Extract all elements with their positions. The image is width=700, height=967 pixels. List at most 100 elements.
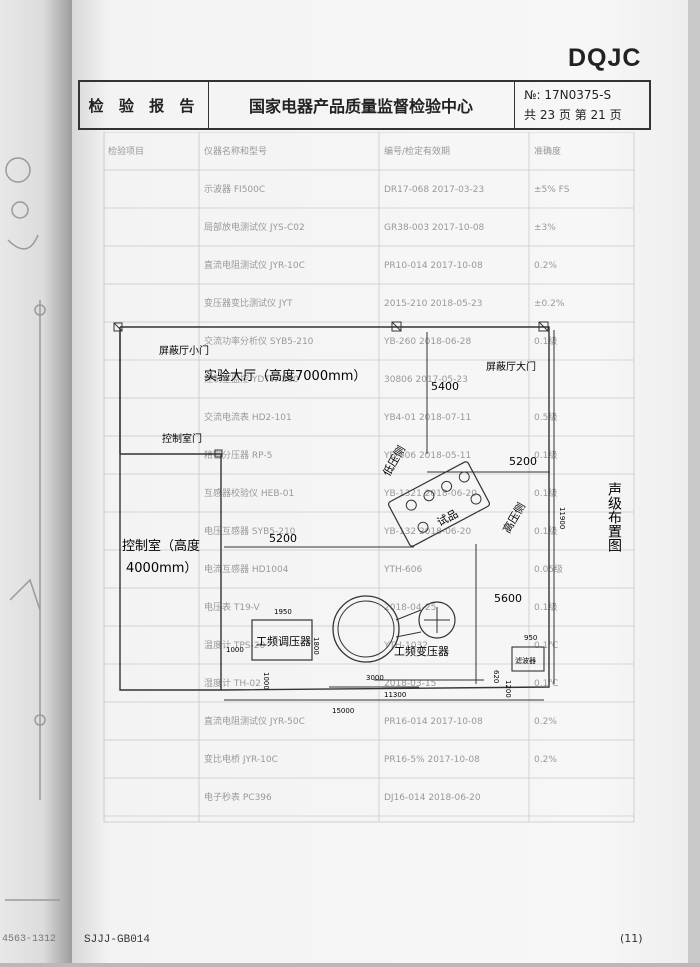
page-number: (11) xyxy=(620,932,643,945)
dim-3000: 3000 xyxy=(366,674,384,682)
transformer-inner-icon xyxy=(337,600,395,658)
faint-table-cell: YB-132 2018-06-20 xyxy=(383,527,472,537)
faint-table-cell: 直流电阻测试仪 JYR-50C xyxy=(204,715,305,727)
faint-table-cell: 0.2% xyxy=(534,261,557,271)
faint-table-cell: DJ16-014 2018-06-20 xyxy=(384,793,481,803)
connector xyxy=(395,631,422,638)
faint-table-cell: 0.1℃ xyxy=(534,679,558,689)
dim-11300: 11300 xyxy=(384,691,406,699)
faint-table-cell: DR17-068 2017-03-23 xyxy=(384,185,484,195)
faint-table-cell: 0.1级 xyxy=(534,525,557,537)
report-header-table: 检 验 报 告 国家电器产品质量监督检验中心 №: 17N0375-S 共 23… xyxy=(78,80,651,130)
faint-table-cell: 温度计 TPS-20 xyxy=(204,639,265,651)
transformer-icon xyxy=(332,595,400,663)
faint-table-cell: 控制室监控 YDTW-500 xyxy=(204,373,299,385)
bushing-icon xyxy=(405,499,417,511)
report-number-cell: №: 17N0375-S 共 23 页 第 21 页 xyxy=(514,82,649,128)
door-marker-cross xyxy=(391,321,402,332)
dim-15000: 15000 xyxy=(332,707,354,715)
dim-1200: 1200 xyxy=(504,680,512,698)
report-title: 检 验 报 告 xyxy=(80,82,209,128)
control-room-wall xyxy=(120,453,222,690)
transformer-label: 工频变压器 xyxy=(394,644,449,658)
faint-table-header-cell: 准确度 xyxy=(534,145,561,157)
faint-table-cell: YTH-606 xyxy=(383,565,422,575)
faint-table-cell: 互感器校验仪 HEB-01 xyxy=(204,487,294,499)
door-markers xyxy=(113,321,549,458)
faint-table-cell: ±0.2% xyxy=(534,299,565,309)
report-page xyxy=(72,0,688,963)
faint-table-cell: 局部放电测试仪 JYS-C02 xyxy=(204,221,305,233)
faint-table-cell: PR16-014 2017-10-08 xyxy=(384,717,483,727)
faint-table-cell: 变比电桥 JYR-10C xyxy=(204,753,278,765)
dim-1000-b: 1000 xyxy=(262,672,270,690)
door-marker xyxy=(538,321,549,332)
left-page-edge: 4563-1312 xyxy=(0,0,72,963)
faint-table-cell: 0.2% xyxy=(534,755,557,765)
control-room-label-1: 控制室（高度 xyxy=(122,538,200,554)
faint-table-header-cell: 仪器名称和型号 xyxy=(204,145,267,157)
hall-walls xyxy=(119,326,550,691)
report-number: №: 17N0375-S xyxy=(524,88,612,102)
hall-outer-wall xyxy=(154,326,550,691)
faint-table-cell: YB-006 2018-05-11 xyxy=(383,451,471,461)
faint-table-cell: 0.2% xyxy=(534,717,557,727)
regulator-label: 工频调压器 xyxy=(256,634,311,648)
faint-table-cell: 0.1级 xyxy=(534,335,557,347)
door-marker xyxy=(113,322,123,332)
right-page-edge xyxy=(688,0,700,963)
bushing-head-icon xyxy=(418,601,456,639)
left-page-scribbles xyxy=(5,157,60,901)
dim-5200-right: 5200 xyxy=(509,455,537,468)
door-marker-cross xyxy=(113,322,123,332)
faint-table-cell: 电压表 T19-V xyxy=(204,601,261,613)
control-room-label-2: 4000mm） xyxy=(126,561,197,576)
faint-table-cell: 2015-210 2018-05-23 xyxy=(384,299,483,309)
faint-table-cell: 电子秒表 PC396 xyxy=(204,791,272,803)
faint-table-cell: 2018-04-25 xyxy=(384,603,436,613)
dim-11900: 11900 xyxy=(558,507,566,529)
faint-table-cell: 交流功率分析仪 SYB5-210 xyxy=(204,335,314,347)
faint-table-cell: 湿度计 TH-02 xyxy=(204,677,261,689)
faint-table-cell: PR10-014 2017-10-08 xyxy=(384,261,483,271)
door-marker xyxy=(391,321,402,332)
faint-table-border xyxy=(103,131,635,823)
faint-table-cell: 0.1级 xyxy=(534,487,557,499)
dim-5200-left: 5200 xyxy=(269,532,297,545)
faint-table-cell: YB-1321 2018-06-20 xyxy=(383,489,477,499)
dimension-lines xyxy=(224,330,555,701)
dim-5600: 5600 xyxy=(494,592,522,605)
faint-table-cell: 30806 2017-05-23 xyxy=(384,375,468,385)
regulator-box xyxy=(251,619,313,661)
filter-label: 滤波器 xyxy=(515,656,536,665)
connector xyxy=(395,609,422,621)
faint-table-header-cell: 编号/检定有效期 xyxy=(384,145,450,157)
faint-table-cell: 0.1级 xyxy=(534,449,557,461)
sample-label: 试品 xyxy=(435,507,461,529)
faint-table-cell: ±3% xyxy=(534,223,556,233)
left-margin-code: 4563-1312 xyxy=(2,934,57,945)
bushing-icon xyxy=(417,521,429,533)
dim-5400: 5400 xyxy=(431,380,459,393)
bushing-icon xyxy=(423,490,435,502)
form-code: SJJJ-GB014 xyxy=(84,934,151,946)
test-sample-box xyxy=(387,461,491,547)
filter-box xyxy=(511,646,545,672)
faint-table-cell: ±5% FS xyxy=(534,185,570,195)
faint-table-cell: 精密分压器 RP-5 xyxy=(204,449,272,461)
faint-table-cell: 0.1级 xyxy=(534,601,557,613)
faint-table-cell: 电流互感器 HD1004 xyxy=(204,563,289,575)
shield-big-door-label: 屏蔽厅大门 xyxy=(486,360,536,373)
control-door-label: 控制室门 xyxy=(162,432,202,445)
dim-950: 950 xyxy=(524,634,537,642)
faint-table-cell: GR38-003 2017-10-08 xyxy=(384,223,485,233)
faint-table-cell: 示波器 FI500C xyxy=(204,183,265,195)
bushing-icon xyxy=(470,493,482,505)
side-title: 声级布置图 xyxy=(606,482,622,552)
shield-small-door-label: 屏蔽厅小门 xyxy=(159,344,209,357)
faint-table-cell: YTH-1032 xyxy=(383,641,428,651)
dim-620: 620 xyxy=(492,670,500,683)
faint-table-cell: 电压互感器 SYB5-210 xyxy=(204,525,296,537)
